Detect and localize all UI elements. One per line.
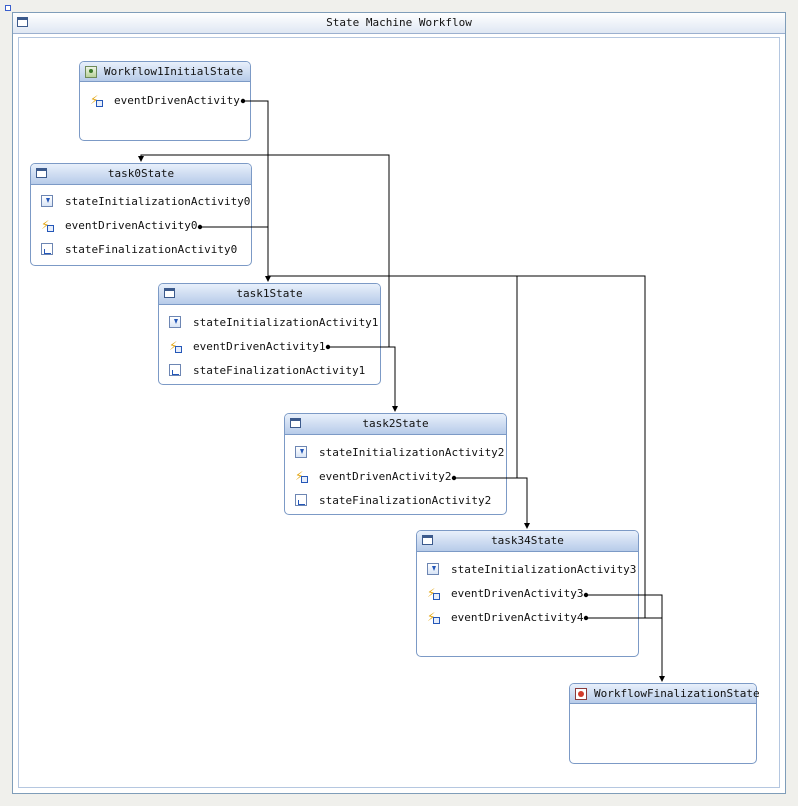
activity-label: stateInitializationActivity0: [65, 195, 251, 208]
state-title-bar[interactable]: Workflow1InitialState: [80, 62, 250, 82]
activity-label: stateInitializationActivity2: [319, 446, 505, 459]
event-driven-icon: ⚡: [41, 219, 55, 233]
activity-label: eventDrivenActivity1: [193, 340, 326, 353]
workflow-header: State Machine Workflow: [13, 13, 785, 34]
state-title-bar[interactable]: task34State: [417, 531, 638, 552]
state-title-bar[interactable]: WorkflowFinalizationState: [570, 684, 760, 704]
event-driven-icon: ⚡: [427, 587, 441, 601]
state-workflow1-initial[interactable]: Workflow1InitialState ⚡ eventDrivenActiv…: [79, 61, 251, 141]
event-driven-icon: ⚡: [169, 340, 183, 354]
state-title: task34State: [491, 534, 564, 547]
state-initialization-icon: [41, 195, 55, 209]
state-title: task2State: [362, 417, 429, 430]
workflow-title: State Machine Workflow: [326, 16, 472, 29]
state-finalization-icon: [41, 243, 55, 257]
state-title-bar[interactable]: task2State: [285, 414, 506, 435]
state-task34[interactable]: task34State stateInitializationActivity3…: [416, 530, 639, 657]
state-icon: [422, 535, 433, 545]
state-task2[interactable]: task2State stateInitializationActivity2 …: [284, 413, 507, 515]
activity-label: eventDrivenActivity2: [319, 470, 452, 483]
activity-label: eventDrivenActivity0: [65, 219, 198, 232]
state-task0[interactable]: task0State stateInitializationActivity0 …: [30, 163, 252, 266]
state-title: Workflow1InitialState: [104, 65, 244, 78]
event-driven-icon: ⚡: [427, 611, 441, 625]
event-driven-icon: ⚡: [90, 94, 104, 108]
state-title-bar[interactable]: task0State: [31, 164, 251, 185]
state-workflow-finalization[interactable]: WorkflowFinalizationState: [569, 683, 760, 764]
state-title: WorkflowFinalizationState: [594, 687, 760, 700]
initial-state-icon: [85, 66, 97, 78]
workflow-canvas[interactable]: State Machine Workflow: [12, 12, 786, 794]
activity-label: stateInitializationActivity3: [451, 563, 637, 576]
activity-label: stateFinalizationActivity0: [65, 243, 238, 256]
activity-label: eventDrivenActivity3: [451, 587, 584, 600]
state-title: task1State: [236, 287, 303, 300]
selection-handle[interactable]: [5, 5, 11, 11]
state-icon: [164, 288, 175, 298]
activity-label: eventDrivenActivity: [114, 94, 240, 107]
state-machine-icon: [17, 17, 28, 27]
state-title: task0State: [107, 167, 175, 180]
event-driven-icon: ⚡: [295, 470, 309, 484]
workflow-body-frame: [18, 37, 780, 788]
activity-label: stateFinalizationActivity1: [193, 364, 366, 377]
state-finalization-icon: [169, 364, 183, 378]
activity-label: eventDrivenActivity4: [451, 611, 584, 624]
state-title-bar[interactable]: task1State: [159, 284, 380, 305]
state-initialization-icon: [295, 446, 309, 460]
state-finalization-icon: [295, 494, 309, 508]
activity-label: stateFinalizationActivity2: [319, 494, 492, 507]
state-initialization-icon: [169, 316, 183, 330]
state-task1[interactable]: task1State stateInitializationActivity1 …: [158, 283, 381, 385]
state-icon: [36, 168, 47, 178]
state-initialization-icon: [427, 563, 441, 577]
finalization-state-icon: [575, 688, 587, 700]
state-icon: [290, 418, 301, 428]
activity-label: stateInitializationActivity1: [193, 316, 379, 329]
